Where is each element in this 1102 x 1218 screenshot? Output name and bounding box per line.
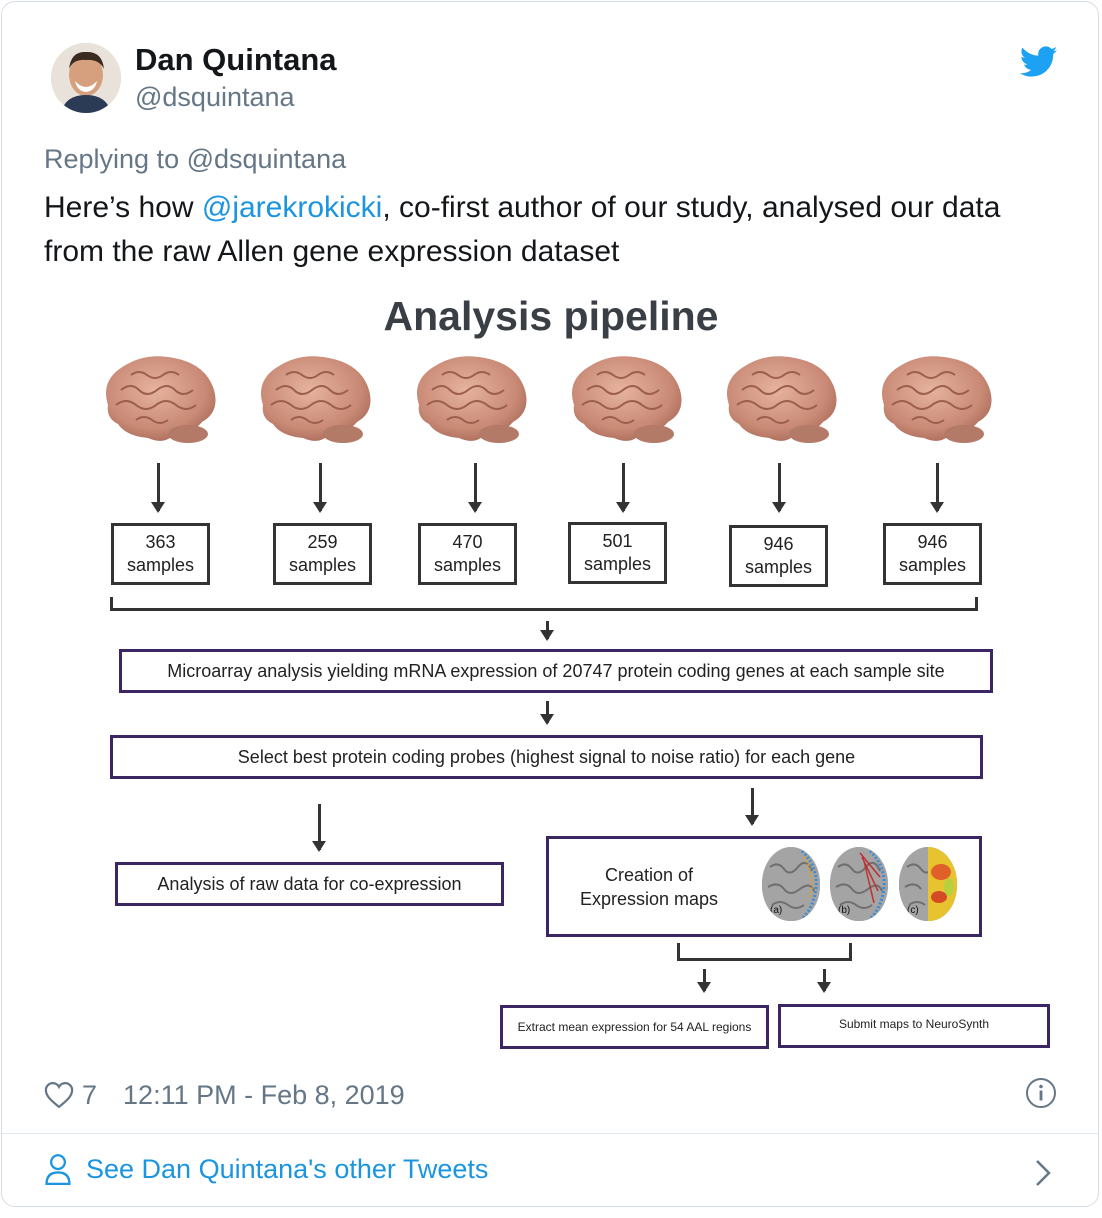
tweet-text: Here’s how @jarekrokicki, co-first autho… <box>44 186 1044 274</box>
arrow-down <box>312 804 326 852</box>
avatar[interactable] <box>51 43 121 113</box>
sample-count: 259 <box>307 532 338 552</box>
brain-map-c-image: (c) <box>899 847 957 921</box>
brain-map-a: (a) <box>762 847 820 921</box>
sample-box-4: 501 samples <box>568 522 667 584</box>
avatar-image <box>51 43 121 113</box>
map-label-b: (b) <box>838 905 850 916</box>
sample-count: 501 <box>602 531 633 551</box>
author-handle[interactable]: @dsquintana <box>135 82 295 112</box>
sample-label: samples <box>433 555 502 575</box>
sample-box-5: 946 samples <box>729 525 828 587</box>
reply-context[interactable]: Replying to @dsquintana <box>44 144 347 174</box>
brain-image-6 <box>882 356 992 443</box>
timestamp[interactable]: 12:11 PM - Feb 8, 2019 <box>123 1079 405 1110</box>
submit-step-box: Submit maps to NeuroSynth <box>778 1004 1050 1048</box>
heart-icon[interactable] <box>44 1081 74 1109</box>
sample-count: 363 <box>145 532 176 552</box>
sample-label: samples <box>126 555 195 575</box>
arrow-down <box>616 463 630 513</box>
person-icon <box>45 1154 71 1185</box>
arrow-down <box>697 969 711 993</box>
expression-maps-line1: Creation of <box>604 865 694 885</box>
arrow-down <box>540 621 554 641</box>
sample-label: samples <box>898 555 967 575</box>
arrow-down <box>151 463 165 513</box>
expression-maps-line2: Expression maps <box>579 889 719 909</box>
arrow-down <box>772 463 786 513</box>
brain-map-c: (c) <box>899 847 957 921</box>
extract-step-box: Extract mean expression for 54 AAL regio… <box>500 1005 769 1049</box>
raw-data-step-text: Analysis of raw data for co-expression <box>157 873 462 894</box>
microarray-step-text: Microarray analysis yielding mRNA expres… <box>167 660 945 681</box>
author-name[interactable]: Dan Quintana <box>135 42 337 77</box>
like-count[interactable]: 7 <box>82 1079 98 1110</box>
divider <box>2 1133 1098 1134</box>
select-probes-step-box: Select best protein coding probes (highe… <box>110 735 983 779</box>
sample-label: samples <box>583 554 652 574</box>
sample-count: 946 <box>917 532 948 552</box>
brain-image-4 <box>572 356 682 443</box>
arrow-down <box>468 463 482 513</box>
brain-image-2 <box>261 356 371 443</box>
see-other-tweets-label: See Dan Quintana's other Tweets <box>86 1153 489 1184</box>
extract-step-text: Extract mean expression for 54 AAL regio… <box>517 1020 752 1034</box>
brain-map-b: (b) <box>830 847 888 921</box>
tweet-text-after: , co-first author of our study, analysed… <box>44 191 1001 268</box>
expression-maps-label: Creation of Expression maps <box>571 863 727 911</box>
microarray-step-box: Microarray analysis yielding mRNA expres… <box>119 649 993 693</box>
sample-count: 470 <box>452 532 483 552</box>
map-label-c: (c) <box>907 905 919 916</box>
map-label-a: (a) <box>770 905 782 916</box>
sample-box-1: 363 samples <box>111 523 210 585</box>
figure-title: Analysis pipeline <box>383 293 719 339</box>
brain-map-b-image: (b) <box>830 847 888 921</box>
twitter-bird-icon[interactable] <box>1020 46 1058 78</box>
submit-step-text: Submit maps to NeuroSynth <box>838 1017 990 1031</box>
raw-data-step-box: Analysis of raw data for co-expression <box>115 862 504 906</box>
select-probes-step-text: Select best protein coding probes (highe… <box>237 746 856 767</box>
mention-link[interactable]: @jarekrokicki <box>201 191 383 224</box>
tweet-footer: 7 12:11 PM - Feb 8, 2019 <box>44 1075 405 1115</box>
bracket <box>677 943 852 961</box>
chevron-right-icon[interactable] <box>1032 1158 1054 1188</box>
bracket <box>110 597 978 611</box>
info-icon[interactable] <box>1025 1077 1057 1109</box>
sample-label: samples <box>744 557 813 577</box>
brain-image-1 <box>106 356 216 443</box>
sample-box-3: 470 samples <box>418 523 517 585</box>
arrow-down <box>313 463 327 513</box>
sample-label: samples <box>288 555 357 575</box>
arrow-down <box>930 463 944 513</box>
tweet-text-before: Here’s how <box>44 191 202 224</box>
sample-box-2: 259 samples <box>273 523 372 585</box>
pipeline-figure[interactable]: Analysis pipeline <box>44 285 1058 1055</box>
sample-box-6: 946 samples <box>883 523 982 585</box>
brain-image-3 <box>417 356 527 443</box>
brain-map-a-image: (a) <box>762 847 820 921</box>
brain-image-5 <box>727 356 837 443</box>
arrow-down <box>540 701 554 725</box>
arrow-down <box>745 788 759 826</box>
see-other-tweets-link[interactable]: See Dan Quintana's other Tweets <box>44 1153 488 1185</box>
arrow-down <box>817 969 831 993</box>
sample-count: 946 <box>763 534 794 554</box>
